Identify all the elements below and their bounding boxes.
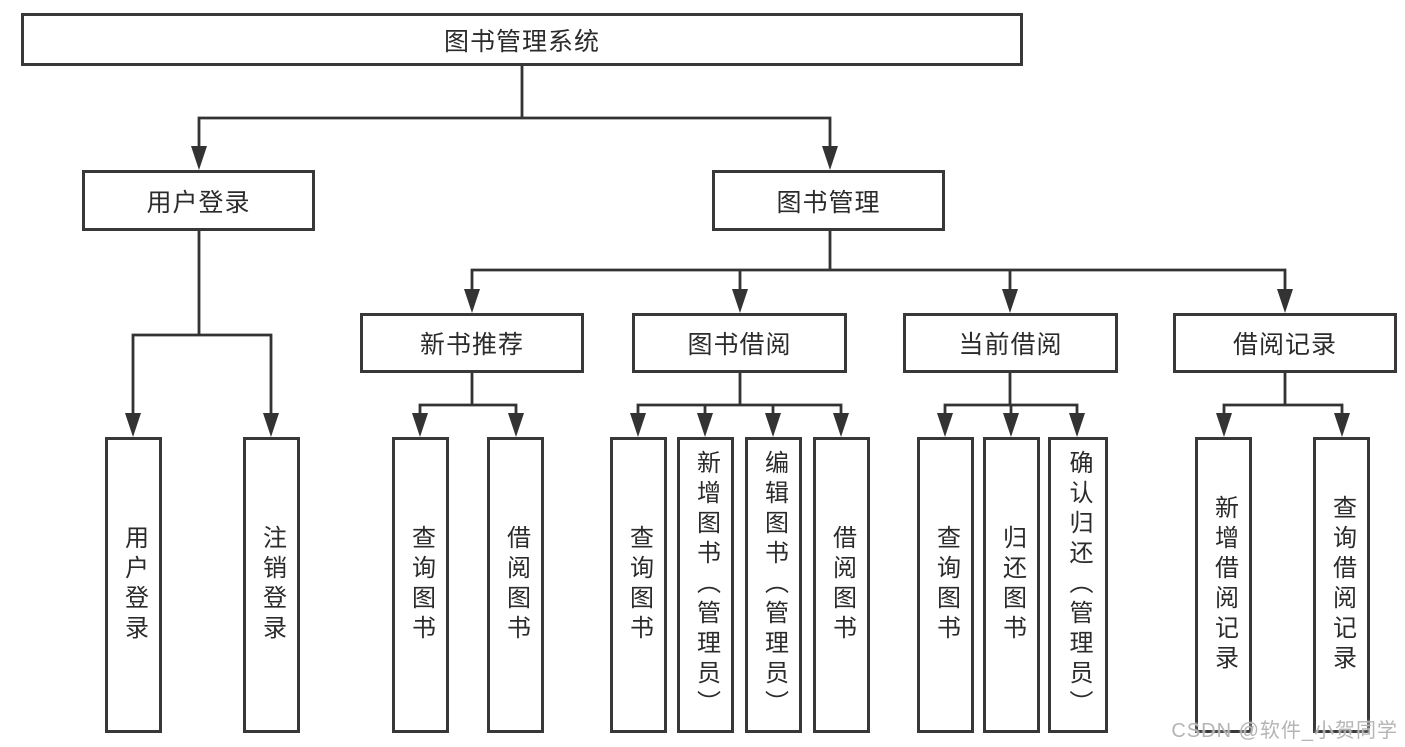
connector-borrow-records-lines [1222,369,1344,419]
leaf-bb-query-books: 查询图书 [610,437,667,733]
connector-current-borrow-arrows [937,413,1085,437]
leaf-label: 确认归还（管理员） [1065,450,1092,720]
leaf-nbr-borrow-books: 借阅图书 [487,437,544,733]
leaf-label: 借阅图书 [502,525,530,645]
node-book-mgmt: 图书管理 [712,170,945,231]
node-new-book-rec: 新书推荐 [360,313,584,373]
connector-new-book-rec [412,369,524,437]
connector-root-lines [197,64,832,152]
connector-book-borrow-arrows [630,413,849,437]
leaf-br-add-record: 新增借阅记录 [1195,437,1252,733]
connector-book-borrow-lines [636,369,843,419]
leaf-label: 注销登录 [258,525,286,645]
leaf-bb-add-books-admin: 新增图书（管理员） [677,437,734,733]
leaf-cb-confirm-return-admin: 确认归还（管理员） [1048,437,1108,733]
node-root: 图书管理系统 [21,13,1023,66]
connector-new-book-rec-lines [418,369,518,419]
connector-user-login-arrows [125,413,279,437]
connector-current-borrow-lines [943,369,1079,419]
connector-current-borrow [937,369,1085,437]
connector-root-arrows [191,146,838,170]
connector-root [191,64,838,170]
node-user-login: 用户登录 [82,170,315,231]
leaf-bb-borrow-books: 借阅图书 [813,437,870,733]
connector-user-login [125,229,279,437]
leaf-label: 借阅图书 [828,525,856,645]
leaf-label: 新增借阅记录 [1210,495,1238,675]
leaf-label: 查询借阅记录 [1328,495,1356,675]
connector-book-mgmt-lines [470,229,1287,295]
leaf-label: 查询图书 [932,525,960,645]
node-book-borrow: 图书借阅 [632,313,847,373]
leaf-user-login: 用户登录 [105,437,162,733]
node-borrow-records: 借阅记录 [1173,313,1397,373]
watermark: CSDN @软件_小贺同学 [1171,720,1398,742]
leaf-label: 新增图书（管理员） [692,450,720,720]
leaf-cb-query-books: 查询图书 [917,437,974,733]
leaf-label: 查询图书 [407,525,435,645]
connector-book-mgmt-arrows [464,289,1293,313]
leaf-label: 查询图书 [625,525,653,645]
node-current-borrow: 当前借阅 [903,313,1118,373]
leaf-nbr-query-books: 查询图书 [392,437,449,733]
leaf-label: 用户登录 [120,525,148,645]
leaf-br-query-record: 查询借阅记录 [1313,437,1370,733]
leaf-cb-return-books: 归还图书 [983,437,1040,733]
leaf-bb-edit-books-admin: 编辑图书（管理员） [745,437,802,733]
connector-book-borrow [630,369,849,437]
connector-borrow-records-arrows [1216,413,1350,437]
connector-user-login-lines [131,229,273,419]
leaf-label: 归还图书 [998,525,1026,645]
connector-borrow-records [1216,369,1350,437]
connector-book-mgmt [464,229,1293,313]
leaf-label: 编辑图书（管理员） [760,450,788,720]
leaf-logout: 注销登录 [243,437,300,733]
connector-new-book-rec-arrows [412,413,524,437]
